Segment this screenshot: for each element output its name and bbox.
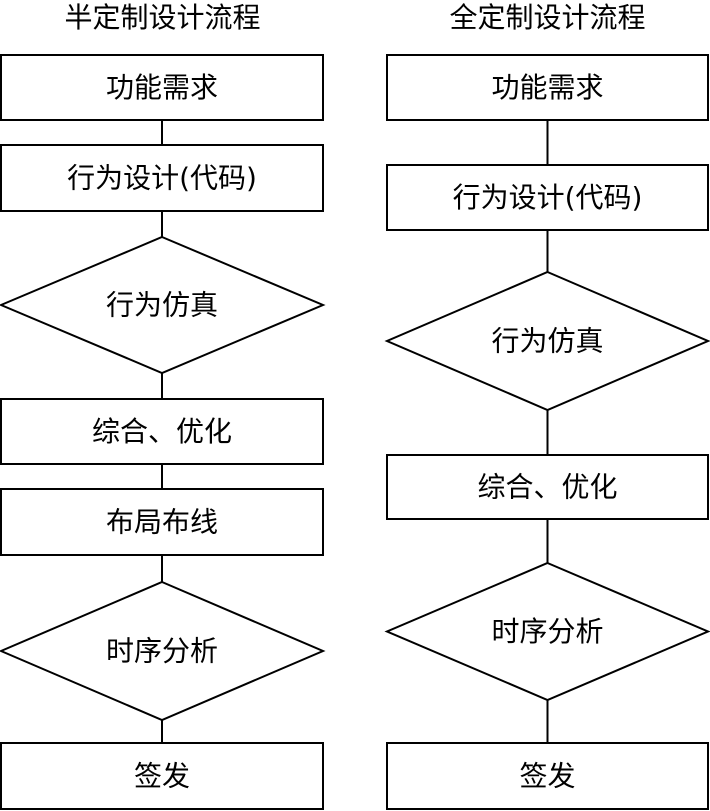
full-custom-step-3-label: 行为仿真 [491,325,603,358]
full-custom-step-4-process-box [386,454,709,520]
full-custom-step-2-label: 行为设计(代码) [453,181,643,214]
semi-custom-step-3-label: 行为仿真 [106,289,218,322]
full-custom-flow-title: 全定制设计流程 [449,1,646,34]
semi-custom-step-5-label: 布局布线 [106,506,218,539]
semi-custom-step-2-process-box [0,144,324,212]
semi-custom-flow-title: 半定制设计流程 [64,1,261,34]
full-custom-step-4-label: 综合、优化 [477,471,617,504]
full-custom-step-3-decision-shape [384,270,710,412]
full-custom-step-5-label: 时序分析 [491,615,603,648]
semi-custom-step-7-label: 签发 [134,760,190,793]
semi-custom-step-1-process-box [0,54,324,121]
semi-custom-step-4-process-box [0,398,324,465]
semi-custom-step-7-process-box [0,742,324,810]
semi-custom-step-6-label: 时序分析 [106,635,218,668]
full-custom-step-2-process-box [386,164,709,231]
full-custom-step-5-decision-shape [384,561,710,702]
semi-custom-step-4-label: 综合、优化 [92,415,232,448]
full-custom-step-6-process-box [386,742,709,810]
semi-custom-step-2-label: 行为设计(代码) [67,162,257,195]
full-custom-step-1-label: 功能需求 [491,71,603,104]
semi-custom-step-5-process-box [0,488,324,556]
semi-custom-step-6-decision-shape [0,580,326,722]
semi-custom-step-3-decision-shape [0,235,326,375]
semi-custom-step-1-label: 功能需求 [106,71,218,104]
full-custom-step-6-label: 签发 [519,760,575,793]
full-custom-step-1-process-box [386,54,709,121]
